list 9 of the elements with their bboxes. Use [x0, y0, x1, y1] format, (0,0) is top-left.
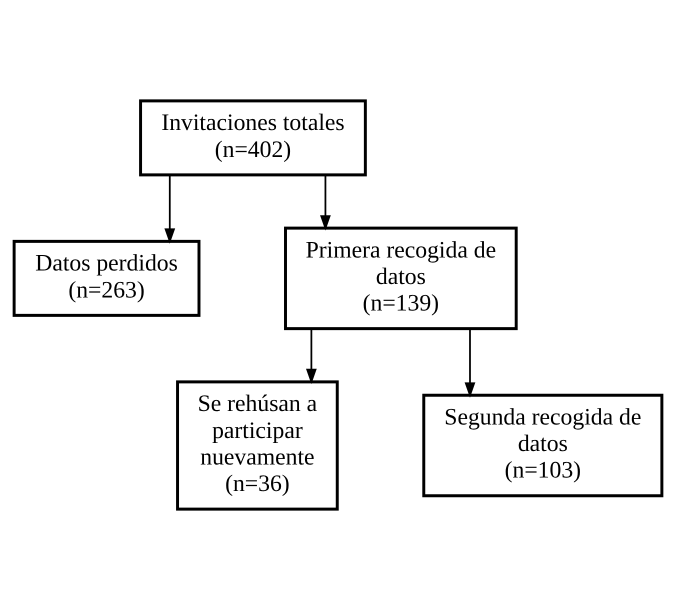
arrow	[306, 328, 317, 384]
node-box: Invitaciones totales (n=402)	[139, 99, 367, 176]
arrow	[464, 328, 476, 398]
node-box: Se rehúsan a participar nuevamente (n=36)	[176, 380, 339, 511]
node-box: Primera recogida de datos (n=139)	[284, 226, 518, 330]
node-box: Datos perdidos (n=263)	[12, 240, 200, 317]
node-box: Segunda recogida de datos (n=103)	[422, 394, 664, 498]
arrow	[164, 176, 176, 244]
arrow	[320, 176, 331, 231]
